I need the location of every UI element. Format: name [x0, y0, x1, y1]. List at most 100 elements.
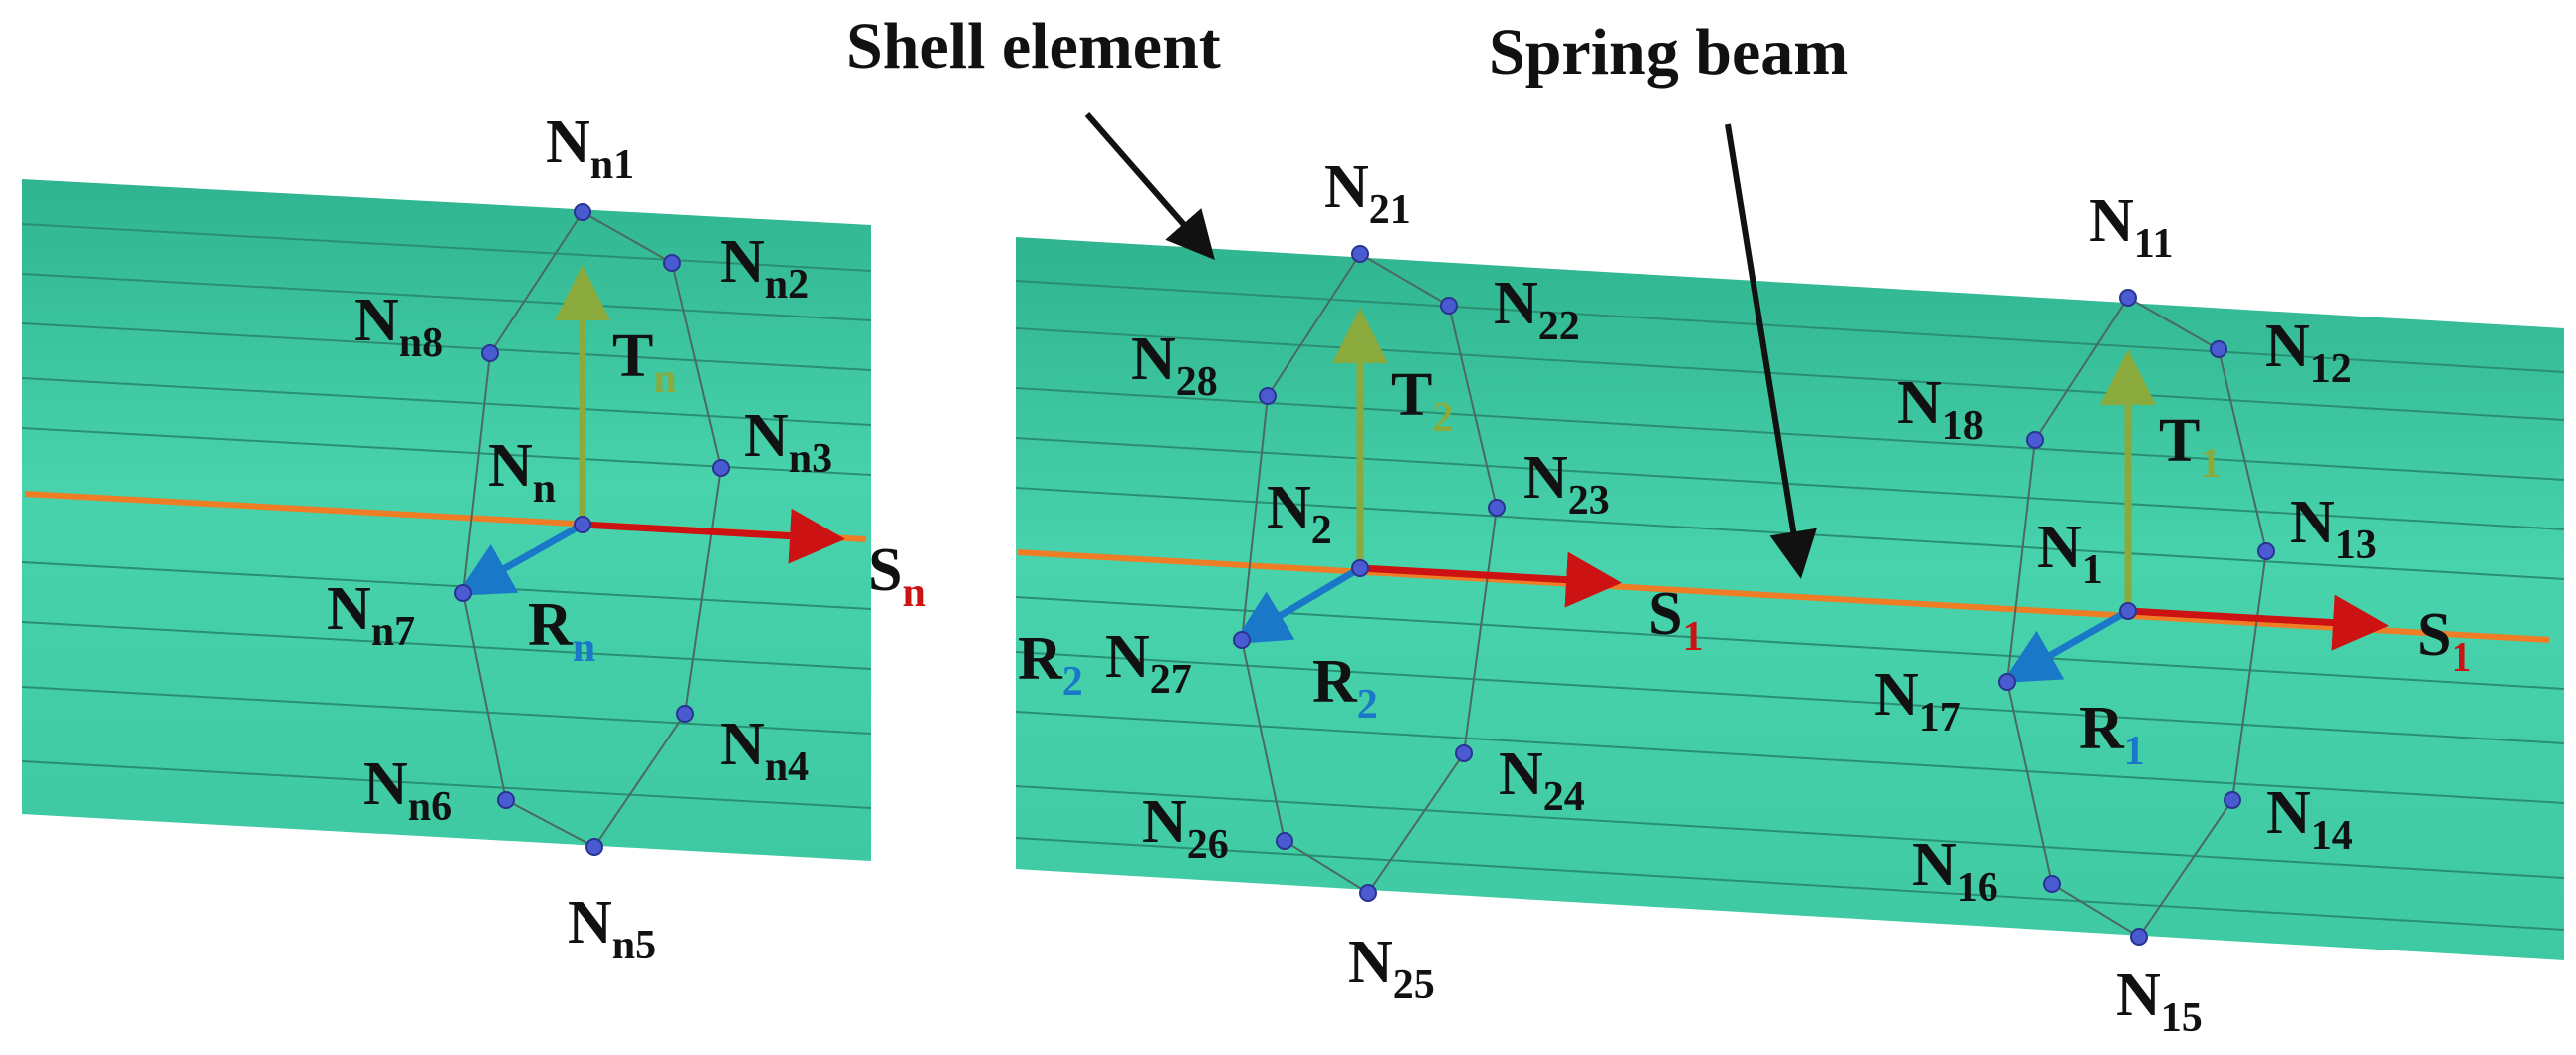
- node-label-n6-subscript: n6: [408, 784, 452, 830]
- r-axis-label-extra-subscript: 2: [1062, 659, 1083, 705]
- node-marker-18: [2026, 431, 2044, 449]
- r-axis-label-base: R: [1312, 648, 1358, 716]
- center-node-marker: [574, 516, 591, 533]
- node-label-18: N18: [1897, 369, 1984, 449]
- center-node-label-base: N: [2037, 514, 2082, 581]
- s-axis-label: Sn: [868, 536, 926, 616]
- s-axis-arrow: [1359, 551, 1622, 608]
- node-marker-n5: [585, 838, 603, 856]
- node-label-27-base: N: [1105, 623, 1150, 691]
- node-label-11-base: N: [2089, 187, 2134, 255]
- node-label-n6: Nn6: [363, 750, 452, 830]
- r-axis-label: R2: [1312, 648, 1378, 728]
- node-label-13: N13: [2290, 489, 2377, 568]
- r-axis-arrow: [2001, 607, 2130, 683]
- node-marker-22: [1440, 297, 1458, 315]
- r-axis-label-extra: R2: [1018, 625, 1083, 705]
- t-axis-label-subscript: 1: [2200, 441, 2221, 487]
- node-label-n5-base: N: [568, 889, 612, 956]
- r-axis-label: R1: [2079, 695, 2145, 774]
- r-axis-label: Rn: [528, 591, 595, 671]
- node-label-n5: Nn5: [568, 889, 656, 968]
- node-marker-n8: [481, 344, 499, 362]
- node-marker-n3: [712, 459, 730, 477]
- s-axis-label-subscript: 1: [1682, 614, 1703, 660]
- node-marker-21: [1351, 245, 1369, 263]
- shell-mesh-lines: [21, 223, 872, 809]
- node-label-16-subscript: 16: [1957, 865, 1998, 911]
- node-label-24-subscript: 24: [1543, 774, 1585, 820]
- node-label-21-subscript: 21: [1369, 187, 1411, 233]
- node-label-16-base: N: [1912, 831, 1957, 899]
- node-marker-13: [2257, 542, 2275, 560]
- node-label-n3-subscript: n3: [789, 436, 832, 482]
- s-axis-arrow: [582, 508, 845, 564]
- cross-sections: Nn1Nn2Nn3Nn4Nn5Nn6Nn7Nn8NnSnTnRnN21N22N2…: [327, 108, 2471, 1041]
- node-label-25-base: N: [1348, 929, 1393, 996]
- shell-surface: [22, 179, 871, 861]
- spring-beam-arrow: [1725, 123, 1817, 579]
- t-axis-label-base: T: [1391, 361, 1432, 429]
- node-label-28: N28: [1131, 325, 1218, 405]
- node-label-25: N25: [1348, 929, 1435, 1008]
- node-label-14: N14: [2266, 779, 2353, 859]
- node-label-n5-subscript: n5: [612, 923, 656, 968]
- node-label-18-base: N: [1897, 369, 1942, 437]
- node-label-26: N26: [1142, 788, 1229, 868]
- node-label-n4: Nn4: [720, 711, 809, 790]
- node-label-n8-base: N: [354, 287, 399, 354]
- node-label-11-subscript: 11: [2134, 221, 2174, 267]
- node-marker-24: [1455, 744, 1473, 762]
- t-axis-label-subscript: n: [653, 356, 676, 402]
- r-axis-arrow: [1232, 564, 1362, 645]
- node-label-25-subscript: 25: [1393, 962, 1435, 1008]
- node-label-n7: Nn7: [327, 575, 415, 655]
- node-label-17: N17: [1874, 661, 1961, 740]
- node-label-17-subscript: 17: [1919, 695, 1961, 740]
- center-node-label: Nn: [488, 432, 556, 512]
- s-axis-label-base: S: [2417, 601, 2451, 669]
- center-node-label-base: N: [488, 432, 533, 500]
- s-axis-arrow: [2127, 594, 2389, 651]
- r-axis-label-extra-base: R: [1018, 625, 1063, 693]
- node-marker-27: [1233, 631, 1251, 649]
- node-label-26-base: N: [1142, 788, 1187, 856]
- node-label-n7-subscript: n7: [371, 609, 415, 655]
- node-label-14-subscript: 14: [2311, 813, 2353, 859]
- node-marker-n2: [663, 254, 681, 272]
- node-marker-n4: [676, 705, 694, 723]
- node-label-12: N12: [2265, 313, 2352, 392]
- center-node-label-subscript: 2: [1311, 508, 1332, 553]
- node-label-22-base: N: [1494, 270, 1538, 337]
- node-label-11: N11: [2089, 187, 2173, 267]
- node-label-14-base: N: [2266, 779, 2311, 847]
- node-label-22-subscript: 22: [1538, 304, 1580, 349]
- node-marker-25: [1359, 884, 1377, 902]
- callout-spring-beam: Spring beam: [1489, 16, 1848, 579]
- node-label-16: N16: [1912, 831, 1998, 911]
- node-label-23-subscript: 23: [1568, 478, 1610, 524]
- s-axis-label-base: S: [1648, 580, 1682, 648]
- node-label-22: N22: [1494, 270, 1580, 349]
- r-axis-label-subscript: 1: [2124, 729, 2145, 774]
- t-axis-label: T1: [2159, 407, 2221, 487]
- node-label-n3-base: N: [744, 402, 789, 470]
- node-label-13-subscript: 13: [2335, 523, 2377, 568]
- node-label-26-subscript: 26: [1187, 822, 1229, 868]
- shell-element-arrow: [1084, 112, 1215, 261]
- r-axis-label-subscript: n: [573, 625, 595, 671]
- center-node-label-subscript: n: [533, 466, 556, 512]
- center-node-marker: [1351, 559, 1369, 577]
- shell-strip-left: [21, 179, 872, 861]
- node-label-24: N24: [1499, 740, 1585, 820]
- node-marker-23: [1488, 499, 1506, 517]
- node-marker-12: [2210, 340, 2227, 358]
- node-label-21-base: N: [1324, 153, 1369, 221]
- r-axis-label-subscript: 2: [1357, 682, 1378, 728]
- node-label-n6-base: N: [363, 750, 408, 818]
- node-label-15-subscript: 15: [2161, 995, 2203, 1041]
- center-node-label-subscript: 1: [2082, 547, 2103, 593]
- node-label-12-subscript: 12: [2310, 346, 2352, 392]
